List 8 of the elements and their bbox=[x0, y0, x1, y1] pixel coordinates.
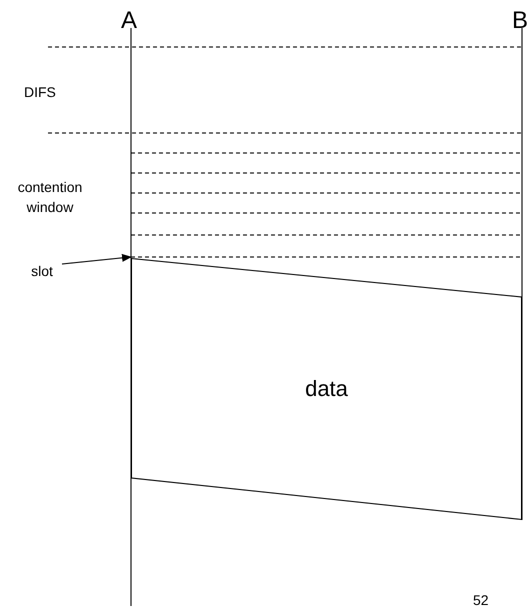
interval-label: DIFS bbox=[24, 83, 56, 102]
frame-label: data bbox=[305, 376, 348, 402]
page-number: 52 bbox=[473, 591, 489, 610]
interval-label: contention window bbox=[16, 178, 84, 218]
station-label: A bbox=[121, 6, 138, 36]
leader-line bbox=[62, 254, 132, 264]
station-label: B bbox=[512, 6, 528, 36]
callout-label: slot bbox=[31, 263, 53, 279]
